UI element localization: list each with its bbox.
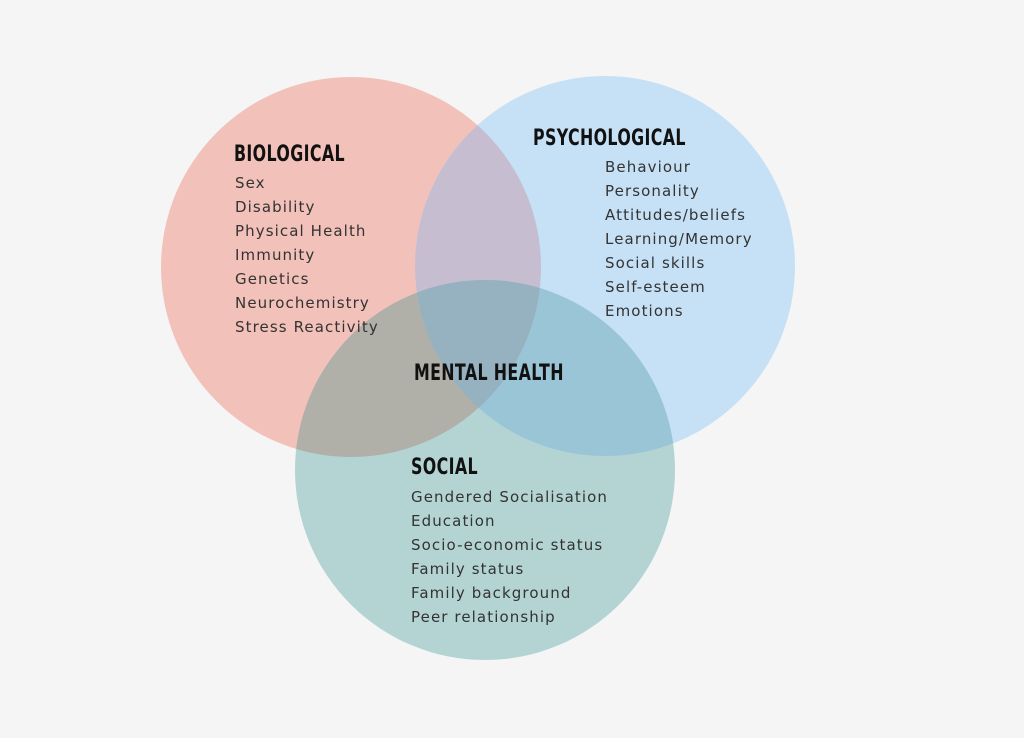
overlap-psych-social <box>415 280 675 456</box>
list-item: Genetics <box>235 270 310 288</box>
list-item: Behaviour <box>605 158 692 176</box>
overlap-bio-social <box>295 280 541 457</box>
biological-title: BIOLOGICAL <box>234 142 345 167</box>
list-item: Stress Reactivity <box>235 318 379 336</box>
list-item: Self-esteem <box>605 278 706 296</box>
social-list: Gendered Socialisation Education Socio-e… <box>411 485 608 629</box>
list-item: Sex <box>235 174 266 192</box>
list-item: Social skills <box>605 254 706 272</box>
list-item: Disability <box>235 198 316 216</box>
list-item: Attitudes/beliefs <box>605 206 747 224</box>
list-item: Personality <box>605 182 700 200</box>
list-item: Immunity <box>235 246 316 264</box>
list-item: Learning/Memory <box>605 230 753 248</box>
list-item: Emotions <box>605 302 684 320</box>
list-item: Family background <box>411 584 572 602</box>
list-item: Peer relationship <box>411 608 556 626</box>
center-label: MENTAL HEALTH <box>414 361 564 386</box>
psychological-title: PSYCHOLOGICAL <box>533 126 686 151</box>
biological-list: Sex Disability Physical Health Immunity … <box>235 171 379 339</box>
list-item: Education <box>411 512 496 530</box>
list-item: Socio-economic status <box>411 536 604 554</box>
list-item: Family status <box>411 560 525 578</box>
psychological-list: Behaviour Personality Attitudes/beliefs … <box>605 155 753 323</box>
list-item: Gendered Socialisation <box>411 488 609 506</box>
social-title: SOCIAL <box>411 455 478 480</box>
list-item: Physical Health <box>235 222 367 240</box>
list-item: Neurochemistry <box>235 294 370 312</box>
